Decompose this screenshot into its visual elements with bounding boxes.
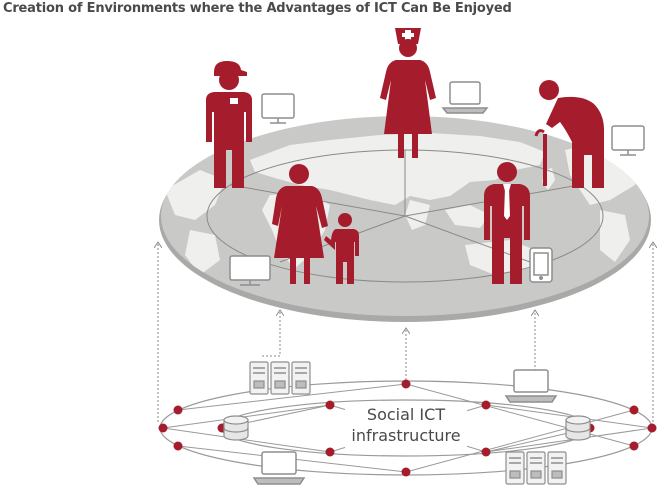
tablet-icon	[529, 247, 553, 283]
network-nodes	[158, 379, 657, 477]
elderly-icon	[534, 80, 604, 188]
infrastructure-label-line1: Social ICT	[367, 405, 445, 424]
arrow-laptop	[520, 312, 535, 373]
monitor-icon	[229, 255, 271, 286]
social-ict-network: Social ICT infrastructure	[158, 379, 657, 477]
database-icon	[565, 415, 591, 441]
page-title: Creation of Environments where the Advan…	[3, 1, 512, 16]
mother-icon	[272, 164, 328, 284]
database-icon	[223, 415, 249, 441]
monitor-icon	[611, 125, 645, 156]
child-icon	[324, 213, 359, 284]
laptop-icon	[252, 451, 306, 485]
monitor-icon	[261, 93, 295, 124]
server-rack-icon	[505, 451, 567, 485]
laptop-icon	[504, 369, 558, 403]
nurse-icon	[380, 28, 436, 158]
arrow-server	[262, 312, 280, 357]
laptop-icon	[441, 81, 489, 114]
server-rack-icon	[249, 361, 311, 395]
businessman-icon	[484, 162, 530, 284]
infrastructure-label-line2: infrastructure	[351, 426, 460, 445]
worker-icon	[206, 61, 252, 188]
